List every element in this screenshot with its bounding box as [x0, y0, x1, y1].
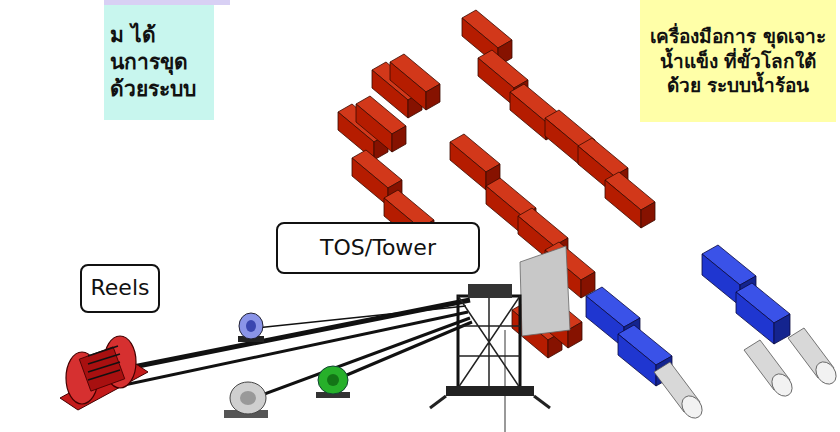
node-text: เครื่องมือการ ขุดเจาะน้ำแข็ง ที่ขั้วโลกใ… [648, 24, 828, 98]
node-text: ม ได้ นการขุด ด้วยระบบ [110, 22, 208, 104]
note-box: ม ได้ นการขุด ด้วยระบบ [104, 5, 214, 120]
red-reel [60, 336, 148, 410]
label-box: TOS/Tower [276, 222, 480, 274]
node-text: TOS/Tower [286, 234, 470, 263]
grey-reel [224, 382, 268, 418]
drill-hose [504, 330, 506, 432]
blue-reel [238, 313, 264, 342]
node-text: Reels [90, 274, 150, 303]
cables [108, 300, 472, 400]
label-box: Reels [80, 264, 160, 313]
green-reel [316, 366, 350, 398]
title-box: เครื่องมือการ ขุดเจาะน้ำแข็ง ที่ขั้วโลกใ… [640, 0, 836, 122]
